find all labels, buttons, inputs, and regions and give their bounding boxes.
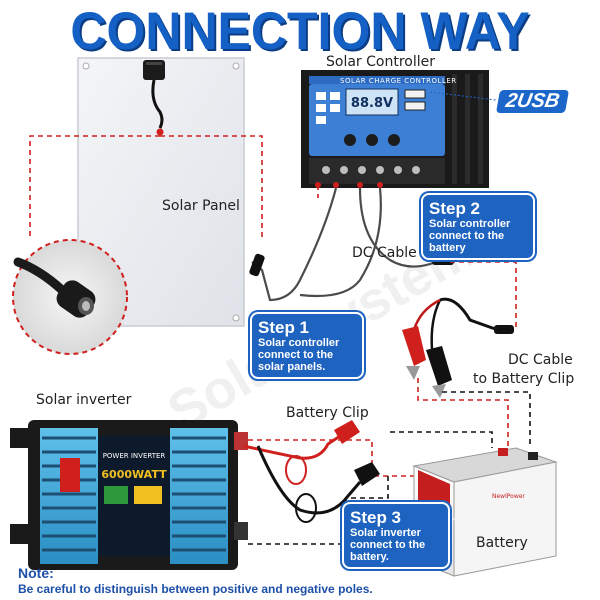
inverter-battery-clip-image: [243, 420, 380, 523]
inverter-face-line-2: 6000WATT: [101, 468, 167, 481]
usb-badge: 2USB: [495, 90, 570, 113]
step-2-body-line-1: Solar controller: [429, 218, 511, 230]
step-3-head: Step 3: [350, 508, 402, 527]
solar-inverter-image: POWER INVERTER 6000WATT: [10, 420, 248, 570]
step-2-body-line-3: battery: [429, 242, 466, 254]
step-3-body-line-2: connect to the: [350, 539, 426, 551]
step-2-body-line-2: connect to the: [429, 230, 505, 242]
battery-clip-label: Battery Clip: [286, 405, 369, 421]
inverter-face-line-1: POWER INVERTER: [103, 452, 166, 460]
dc-cable-to-clip-label-line2: to Battery Clip: [473, 371, 575, 387]
solar-controller-label: Solar Controller: [326, 54, 435, 70]
note-title: Note:: [18, 565, 54, 581]
connector-zoom-circle: [12, 239, 128, 355]
dc-cable-label: DC Cable: [352, 245, 417, 261]
solar-panel-label: Solar Panel: [162, 198, 240, 214]
step-3-callout: Step 3 Solar inverter connect to the bat…: [342, 502, 450, 569]
step-1-callout: Step 1 Solar controller connect to the s…: [250, 312, 364, 379]
controller-display-text: 88.8V: [351, 96, 393, 111]
page-title: CONNECTION WAY: [70, 1, 530, 61]
battery-clip-cable-image: [402, 297, 514, 398]
step-1-body-line-2: connect to the: [258, 349, 334, 361]
step-1-body-line-3: solar panels.: [258, 361, 326, 373]
step-2-callout: Step 2 Solar controller connect to the b…: [421, 193, 535, 260]
dc-cable-to-clip-label-line1: DC Cable: [508, 352, 573, 368]
step-3-body-line-3: battery.: [350, 551, 389, 563]
step-1-body-line-1: Solar controller: [258, 337, 340, 349]
controller-face-label: SOLAR CHARGE CONTROLLER: [340, 77, 457, 85]
step-2-head: Step 2: [429, 199, 481, 218]
solar-controller-image: 88.8V: [301, 70, 489, 188]
step-1-head: Step 1: [258, 318, 310, 337]
step-3-body-line-1: Solar inverter: [350, 527, 421, 539]
battery-label: Battery: [476, 535, 528, 551]
solar-inverter-label: Solar inverter: [36, 392, 132, 408]
battery-brand-text-2: NewlPower: [492, 493, 525, 500]
note-text: Be careful to distinguish between positi…: [18, 582, 373, 596]
